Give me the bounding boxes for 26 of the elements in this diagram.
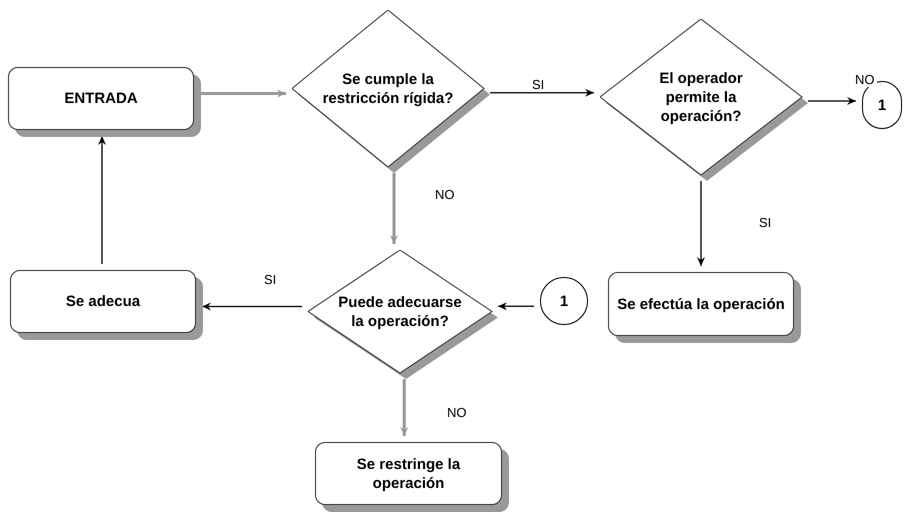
arrow (200, 90, 286, 98)
node-text: El operador permite la operación? (658, 68, 744, 126)
arrow (498, 302, 534, 310)
arrow (697, 181, 705, 266)
node-text: ENTRADA (63, 89, 139, 108)
arrow (400, 379, 408, 436)
node-text: 1 (558, 292, 570, 310)
edge-label: NO (853, 72, 876, 87)
decision-diamond (308, 250, 498, 379)
node-text: Se cumple la restricción rígida? (322, 70, 454, 108)
node-text: Se adecua (64, 292, 142, 311)
edge-label: SI (530, 77, 546, 92)
edge-label: NO (433, 187, 456, 202)
decision-diamond (600, 19, 808, 181)
edge-label: SI (262, 272, 278, 287)
node-text: Se restringe la operación (356, 454, 462, 492)
arrow (98, 136, 106, 264)
node-text: 1 (876, 96, 888, 114)
arrow (490, 88, 594, 97)
edge-label: SI (757, 215, 774, 230)
node-text: Se efectúa la operación (616, 294, 786, 314)
decision-diamond (292, 10, 490, 173)
arrow (390, 173, 398, 244)
edge-label: NO (445, 405, 468, 420)
node-text: Puede adecuarse la operación? (337, 292, 463, 330)
arrow (808, 97, 856, 105)
